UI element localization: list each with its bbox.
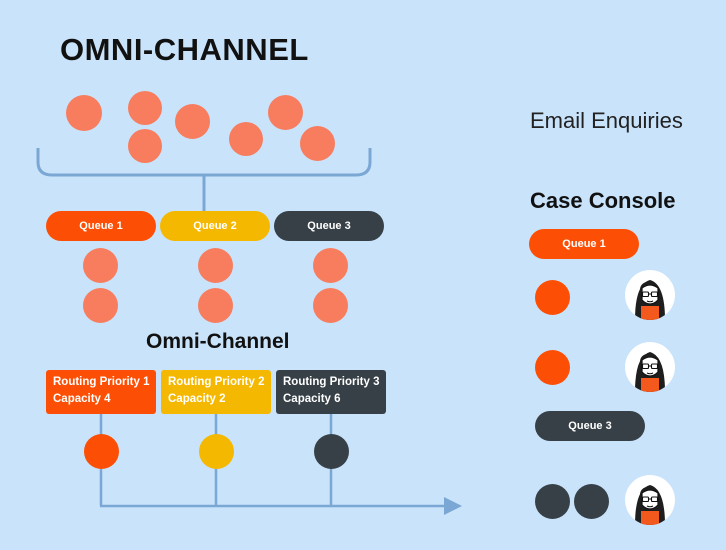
routing-priority: Routing Priority 3 bbox=[283, 376, 380, 388]
agent-avatar-icon bbox=[625, 270, 675, 320]
queued-item bbox=[83, 288, 118, 323]
queue-pill-label: Queue 1 bbox=[79, 220, 123, 232]
queued-item bbox=[198, 288, 233, 323]
agent-avatar-icon bbox=[625, 475, 675, 525]
assigned-item bbox=[535, 280, 570, 315]
section-title: Omni-Channel bbox=[146, 330, 290, 353]
incoming-item bbox=[128, 91, 162, 125]
routing-box-3: Routing Priority 3 Capacity 6 bbox=[276, 370, 386, 414]
incoming-item bbox=[229, 122, 263, 156]
queue-pill-1: Queue 1 bbox=[46, 211, 156, 241]
queue-pill-3: Queue 3 bbox=[274, 211, 384, 241]
queue-pill-label: Queue 3 bbox=[307, 220, 351, 232]
queue-pill-2: Queue 2 bbox=[160, 211, 270, 241]
incoming-item bbox=[128, 129, 162, 163]
queued-item bbox=[313, 248, 348, 283]
routing-priority: Routing Priority 2 bbox=[168, 376, 265, 388]
routing-capacity: Capacity 2 bbox=[168, 393, 226, 405]
incoming-item bbox=[268, 95, 303, 130]
queued-item bbox=[83, 248, 118, 283]
routing-capacity: Capacity 4 bbox=[53, 393, 111, 405]
console-queue-3-pill: Queue 3 bbox=[535, 411, 645, 441]
console-queue-label: Queue 3 bbox=[568, 420, 612, 432]
incoming-item bbox=[66, 95, 102, 131]
console-queue-1-pill: Queue 1 bbox=[529, 229, 639, 259]
case-console-title: Case Console bbox=[530, 188, 676, 213]
routed-item-1 bbox=[84, 434, 119, 469]
routing-priority: Routing Priority 1 bbox=[53, 376, 150, 388]
page-title: OMNI-CHANNEL bbox=[60, 32, 309, 67]
routed-item-3 bbox=[314, 434, 349, 469]
incoming-item bbox=[175, 104, 210, 139]
agent-avatar-icon bbox=[625, 342, 675, 392]
assigned-item bbox=[574, 484, 609, 519]
console-queue-label: Queue 1 bbox=[562, 238, 606, 250]
routed-item-2 bbox=[199, 434, 234, 469]
email-enquiries-title: Email Enquiries bbox=[530, 108, 683, 133]
routing-capacity: Capacity 6 bbox=[283, 393, 341, 405]
queue-pill-label: Queue 2 bbox=[193, 220, 237, 232]
assigned-item bbox=[535, 484, 570, 519]
routing-box-1: Routing Priority 1 Capacity 4 bbox=[46, 370, 156, 414]
queued-item bbox=[198, 248, 233, 283]
assigned-item bbox=[535, 350, 570, 385]
queued-item bbox=[313, 288, 348, 323]
incoming-item bbox=[300, 126, 335, 161]
route-arrow-head bbox=[444, 497, 462, 515]
routing-box-2: Routing Priority 2 Capacity 2 bbox=[161, 370, 271, 414]
